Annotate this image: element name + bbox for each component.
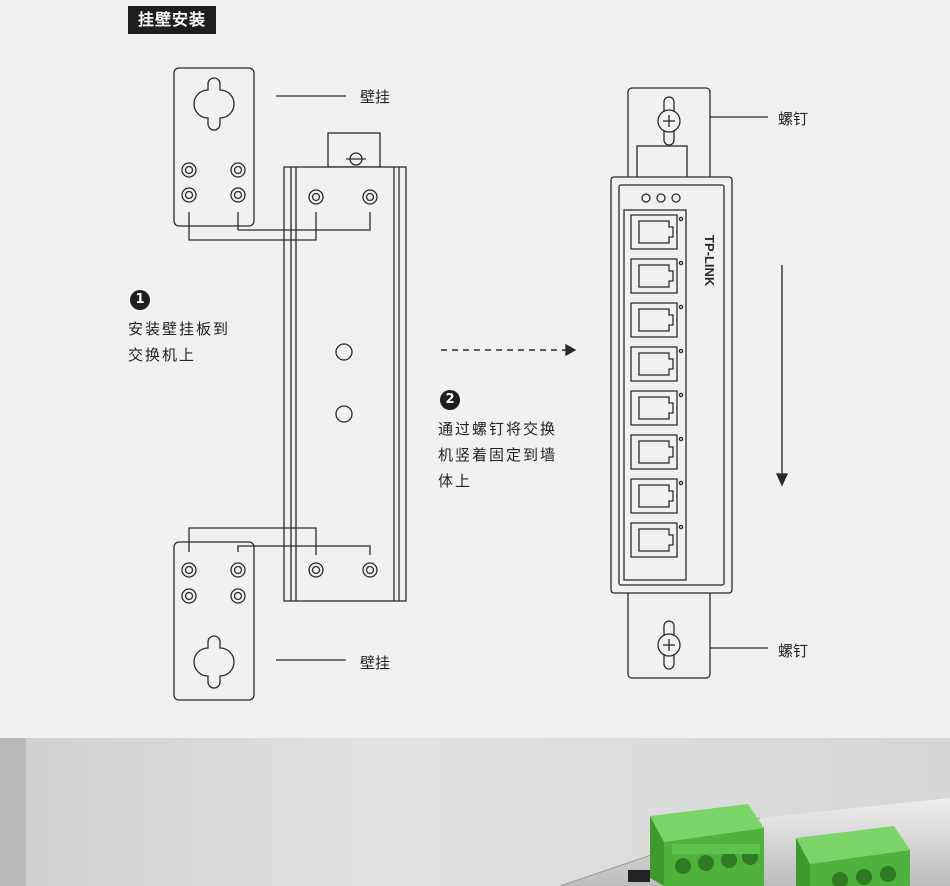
step-2-number: 2	[440, 390, 460, 410]
step-1-line-2: 交换机上	[128, 346, 197, 364]
port-led	[678, 524, 684, 530]
port-led	[678, 216, 684, 222]
port-led	[678, 436, 684, 442]
wall-mount-bracket-bottom	[173, 541, 255, 701]
port-led	[678, 480, 684, 486]
terminal-block-1	[650, 804, 764, 886]
step-1-line-1: 安装壁挂板到	[128, 320, 231, 338]
installation-diagram: TP-LINK	[173, 67, 789, 701]
port-led	[678, 304, 684, 310]
switch-front-view	[610, 87, 733, 679]
rj45-port	[630, 302, 678, 338]
label-wall-mount-bottom: 壁挂	[360, 654, 391, 672]
port-led	[678, 348, 684, 354]
switch-side-view	[283, 132, 407, 602]
rj45-port	[630, 522, 678, 558]
port-led	[678, 392, 684, 398]
brand-logo: TP-LINK	[702, 235, 717, 287]
step-2-line-3: 体上	[438, 472, 473, 490]
wall-mount-bracket-top	[173, 67, 255, 227]
step-1-number: 1	[130, 290, 150, 310]
terminal-block-2	[796, 826, 910, 886]
label-wall-mount-top: 壁挂	[360, 88, 391, 106]
rj45-port	[630, 258, 678, 294]
step-2-line-1: 通过螺钉将交换	[438, 420, 558, 438]
rj45-port	[630, 390, 678, 426]
product-photo	[0, 738, 950, 886]
section-title: 挂壁安装	[128, 6, 217, 34]
port-led	[678, 260, 684, 266]
step-2-line-2: 机竖着固定到墙	[438, 446, 558, 464]
rj45-port	[630, 478, 678, 514]
label-screw-bottom: 螺钉	[778, 642, 809, 660]
label-screw-top: 螺钉	[778, 110, 809, 128]
rj45-port	[630, 434, 678, 470]
rj45-port	[630, 214, 678, 250]
rj45-port	[630, 346, 678, 382]
